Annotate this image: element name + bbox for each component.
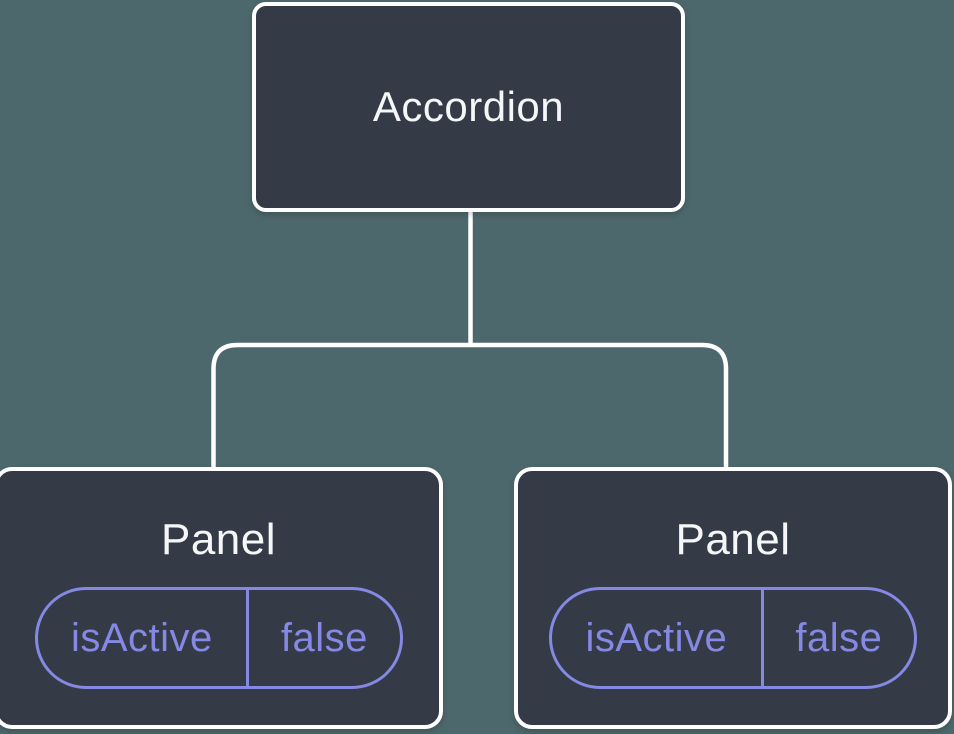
node-panel-2: Panel isActive false [514,467,952,729]
state-value: false [280,615,368,660]
node-accordion: Accordion [252,2,685,212]
state-name: isActive [38,590,250,686]
state-value: false [795,615,883,660]
state-name: isActive [552,590,764,686]
state-pill: isActive false [549,587,917,689]
node-accordion-label: Accordion [372,83,565,130]
node-panel-1: Panel isActive false [0,467,443,729]
node-panel-2-label: Panel [675,515,791,564]
node-panel-1-label: Panel [160,515,277,564]
connector-branch [211,342,729,470]
state-pill: isActive false [34,587,403,689]
